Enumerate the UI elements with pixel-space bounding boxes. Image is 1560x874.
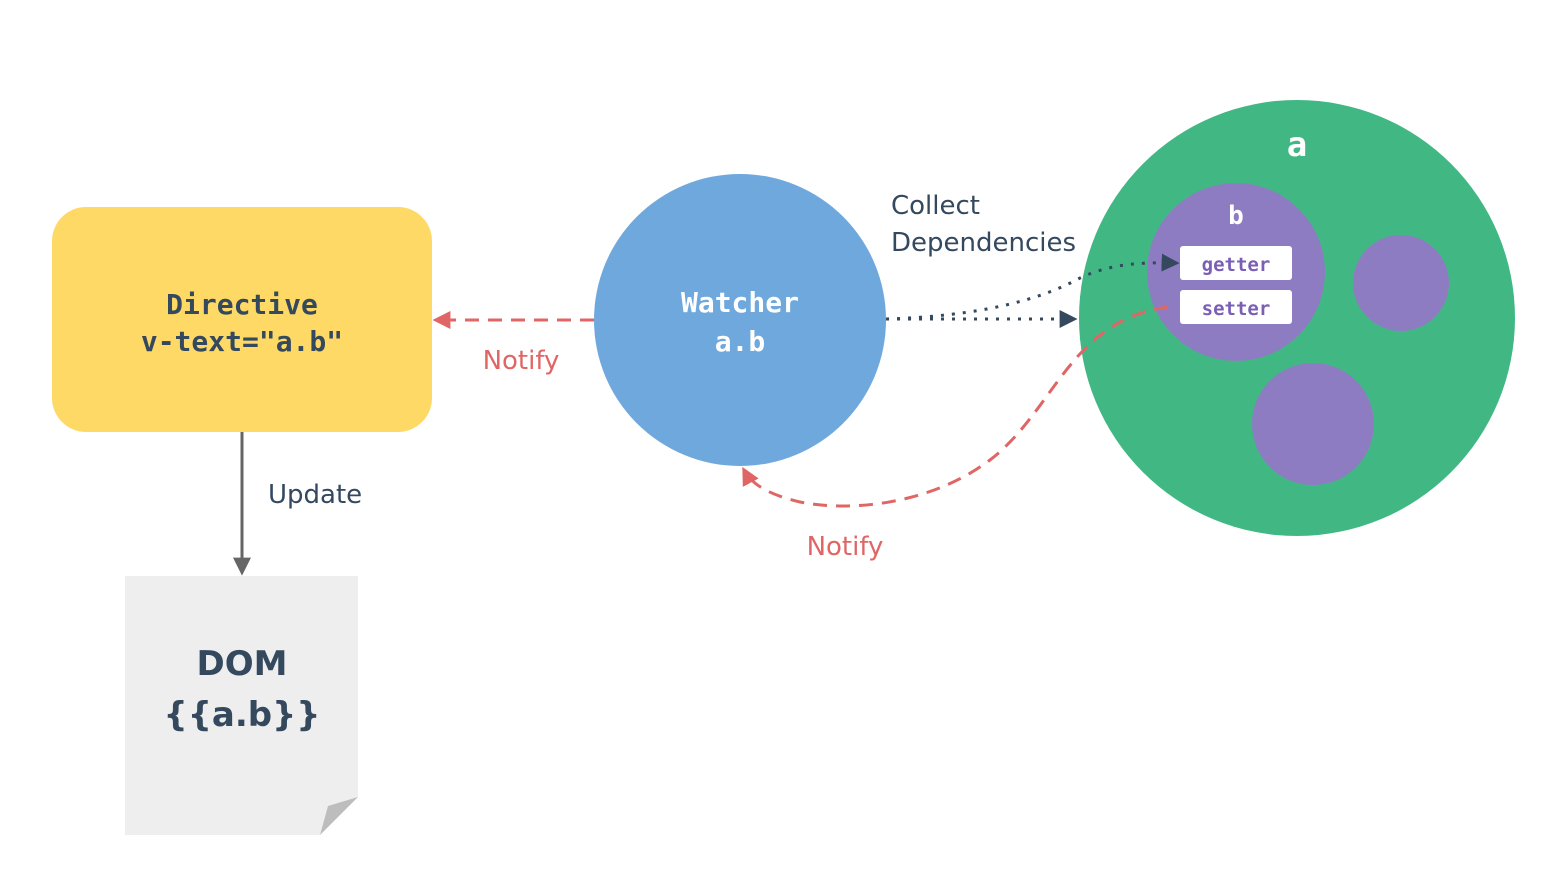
setter-box — [1180, 290, 1292, 324]
notify-directive-label: Notify — [483, 346, 560, 376]
object-a-label: a — [1287, 125, 1307, 165]
data-object-a: a b getter setter — [1079, 100, 1515, 536]
collect-label-line2: Dependencies — [891, 228, 1076, 258]
watcher-circle — [594, 174, 886, 466]
dom-binding: {{a.b}} — [163, 695, 320, 735]
dom-node: DOM {{a.b}} — [125, 576, 358, 835]
watcher-expression: a.b — [715, 325, 766, 358]
property-circle-bottom — [1252, 363, 1374, 485]
watcher-node: Watcher a.b — [594, 174, 886, 466]
notify-watcher-label: Notify — [807, 532, 884, 562]
property-b-label: b — [1228, 201, 1244, 231]
watcher-title: Watcher — [681, 286, 799, 319]
directive-title: Directive — [166, 288, 318, 321]
collect-label-line1: Collect — [891, 191, 980, 221]
getter-label: getter — [1202, 254, 1271, 276]
directive-expression: v-text="a.b" — [141, 325, 343, 358]
update-label: Update — [268, 480, 362, 510]
dom-document-shape — [125, 576, 358, 835]
dom-title: DOM — [197, 644, 288, 684]
directive-node: Directive v-text="a.b" — [52, 207, 432, 432]
directive-box — [52, 207, 432, 432]
notify-watcher-arrow — [742, 305, 1169, 508]
setter-label: setter — [1202, 298, 1271, 320]
property-circle-right — [1353, 235, 1449, 331]
dom-page-curl — [320, 797, 358, 835]
getter-box — [1180, 246, 1292, 280]
